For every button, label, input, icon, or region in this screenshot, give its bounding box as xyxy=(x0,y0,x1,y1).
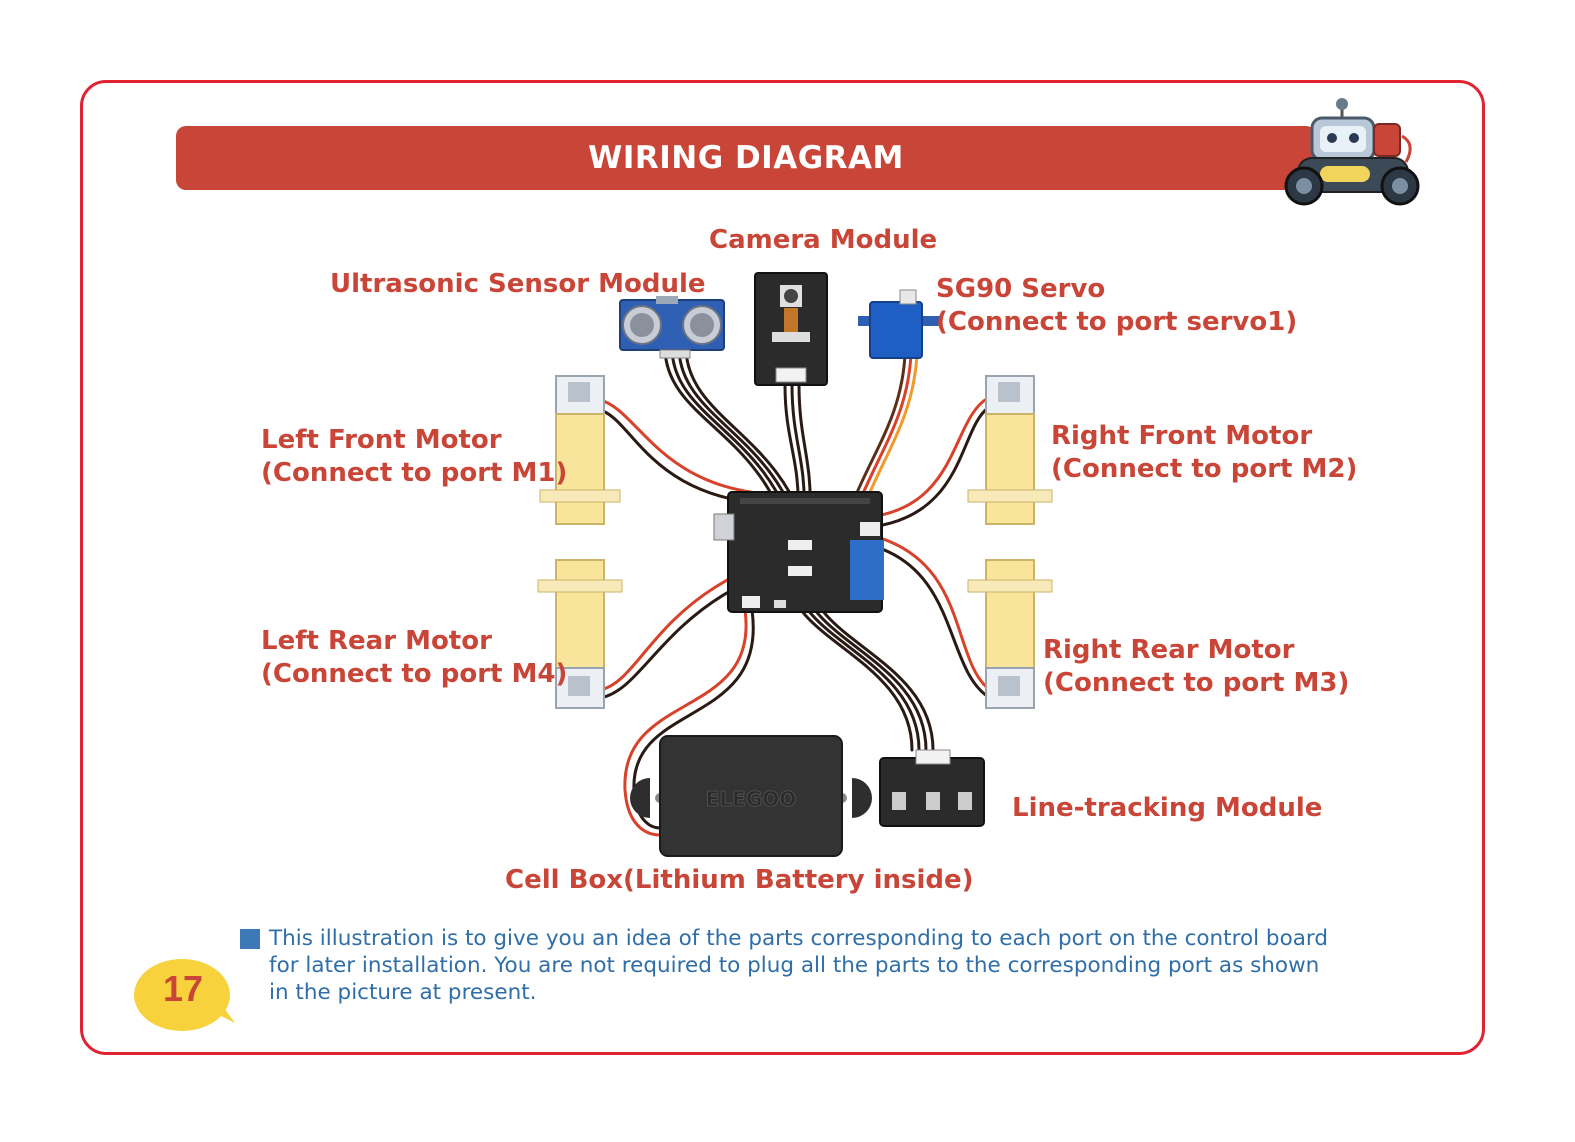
line-tracking-module xyxy=(879,749,985,827)
ultrasonic-label: Ultrasonic Sensor Module xyxy=(330,269,706,299)
control-board xyxy=(713,491,884,613)
battery-brand: ELEGOO xyxy=(706,787,797,811)
page-frame xyxy=(80,80,1485,1055)
page-number: 17 xyxy=(162,968,204,1009)
speech-bubble-icon xyxy=(134,959,235,1031)
right-rear-motor xyxy=(967,559,1053,709)
right-rear-motor-label: Right Rear Motor (Connect to port M3) xyxy=(1043,635,1350,698)
title-banner: WIRING DIAGRAM xyxy=(176,126,1316,190)
cell-box-label: Cell Box(Lithium Battery inside) xyxy=(505,865,974,895)
ultrasonic-sensor xyxy=(619,296,725,359)
servo-label: SG90 Servo (Connect to port servo1) xyxy=(936,274,1298,337)
camera-module xyxy=(754,272,828,386)
left-front-motor-label: Left Front Motor (Connect to port M1) xyxy=(261,425,568,488)
note-text: This illustration is to give you an idea… xyxy=(269,926,1329,1005)
robot-car-icon xyxy=(1284,98,1420,206)
servo-motor xyxy=(858,289,940,359)
camera-label: Camera Module xyxy=(709,225,938,255)
right-front-motor xyxy=(967,375,1053,525)
left-front-motor xyxy=(539,375,621,525)
right-front-motor-label: Right Front Motor (Connect to port M2) xyxy=(1051,421,1358,484)
left-rear-motor xyxy=(537,559,623,709)
line-tracking-label: Line-tracking Module xyxy=(1012,793,1323,823)
cell-box: ELEGOO xyxy=(630,735,872,857)
blue-square-icon xyxy=(240,929,260,949)
left-rear-motor-label: Left Rear Motor (Connect to port M4) xyxy=(261,626,568,689)
page-title: WIRING DIAGRAM xyxy=(588,140,904,176)
